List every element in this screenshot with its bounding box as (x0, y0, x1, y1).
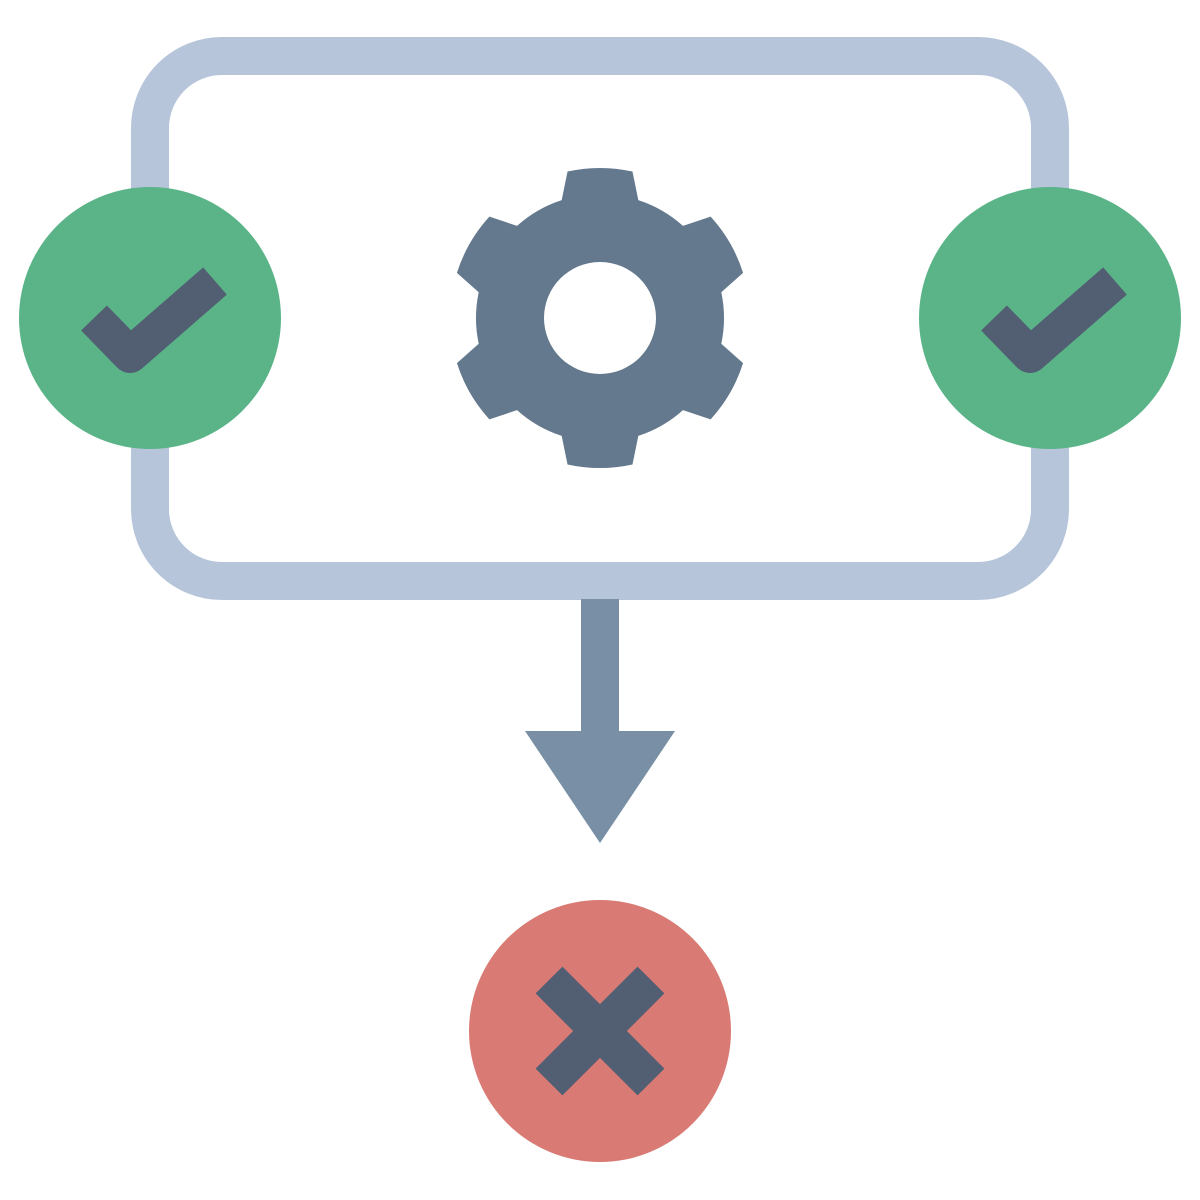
process-frame (131, 37, 1069, 600)
x-icon (535, 966, 665, 1096)
error-status-badge (469, 900, 731, 1162)
check-icon (981, 267, 1127, 373)
output-status-badge (919, 187, 1181, 449)
gear-icon (456, 168, 744, 468)
check-icon (81, 267, 227, 373)
arrow-down-icon (525, 731, 675, 843)
input-status-badge (19, 187, 281, 449)
flow-connector (581, 599, 619, 733)
